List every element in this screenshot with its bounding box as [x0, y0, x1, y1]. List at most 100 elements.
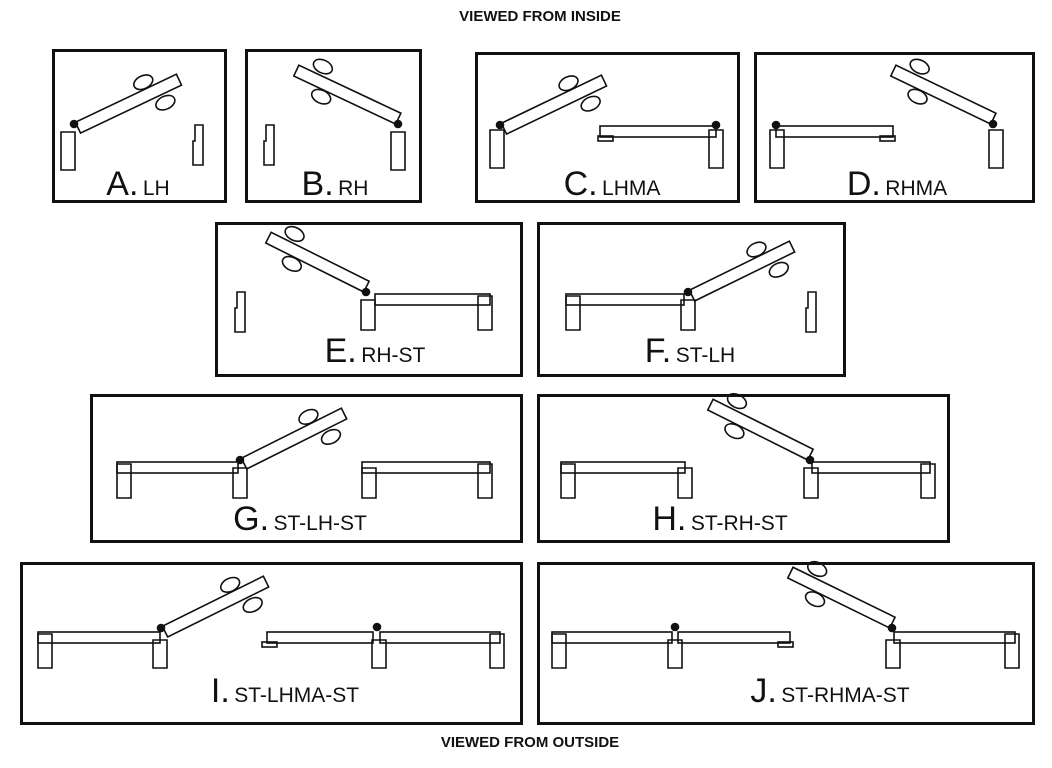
- astragal: [261, 641, 278, 648]
- panel-letter: E.: [324, 332, 357, 370]
- handle-icon: [312, 58, 334, 75]
- panel-code: RH: [338, 177, 369, 200]
- handle-icon: [580, 95, 601, 112]
- handle-icon: [746, 241, 767, 258]
- door-stop: [234, 291, 246, 333]
- panel-letter: B.: [301, 165, 334, 203]
- door-stop: [805, 291, 817, 333]
- swinging-door: [240, 407, 348, 471]
- handle-icon: [284, 225, 305, 243]
- swinging-door: [292, 58, 402, 126]
- panel-letter: A.: [106, 165, 139, 203]
- handle-icon: [219, 576, 241, 593]
- hinge-icon: [69, 119, 79, 129]
- door-leaf: [706, 398, 815, 462]
- astragal: [777, 641, 794, 648]
- door-panel-b: [245, 49, 422, 203]
- panel-label: C. LHMA: [564, 165, 661, 204]
- swinging-door: [74, 73, 183, 135]
- fixed-leaf: [599, 125, 717, 138]
- jamb-post: [489, 633, 505, 669]
- jamb-post: [988, 129, 1004, 169]
- hinge-icon: [372, 622, 382, 632]
- door-panel-d: [754, 52, 1035, 203]
- handle-icon: [155, 94, 176, 111]
- swinging-door: [786, 560, 897, 630]
- door-panel-a: [52, 49, 227, 203]
- fixed-leaf: [361, 461, 491, 474]
- fixed-leaf: [775, 125, 894, 138]
- handle-icon: [298, 408, 319, 425]
- fixed-leaf: [811, 461, 931, 474]
- handle-icon: [909, 58, 930, 75]
- panel-code: ST-LH-ST: [273, 512, 367, 535]
- jamb-post: [560, 463, 576, 499]
- panel-code: ST-LH: [675, 344, 736, 367]
- hinge-icon: [683, 287, 693, 297]
- handle-icon: [320, 428, 342, 446]
- jamb-post: [667, 639, 683, 669]
- door-panel-g: [90, 394, 523, 543]
- jamb-post: [116, 463, 132, 499]
- handle-icon: [133, 74, 154, 91]
- panel-label: D. RHMA: [847, 165, 947, 204]
- fixed-leaf: [560, 461, 686, 474]
- hinge-icon: [495, 120, 505, 130]
- jamb-post: [477, 463, 493, 499]
- jamb-post: [232, 467, 248, 499]
- panel-letter: F.: [644, 332, 672, 370]
- jamb-post: [677, 467, 693, 499]
- handle-icon: [806, 560, 828, 578]
- jamb-post: [885, 639, 901, 669]
- door-panel-i: [20, 562, 523, 725]
- handle-icon: [768, 261, 790, 278]
- door-leaf: [500, 74, 608, 136]
- handle-icon: [281, 255, 303, 273]
- jamb-post: [152, 639, 168, 669]
- jamb-post: [390, 131, 406, 171]
- swinging-door: [161, 575, 270, 639]
- handle-icon: [724, 423, 745, 440]
- panel-label: B. RH: [302, 165, 369, 204]
- door-panel-h: [537, 394, 950, 543]
- handle-icon: [907, 88, 928, 105]
- fixed-leaf: [116, 461, 239, 474]
- panel-label: I. ST-LHMA-ST: [211, 672, 359, 711]
- door-panel-j: [537, 562, 1035, 725]
- panel-label: J. ST-RHMA-ST: [750, 672, 909, 711]
- astragal: [597, 135, 614, 142]
- hinge-icon: [711, 120, 721, 130]
- hinge-icon: [670, 622, 680, 632]
- panel-code: LH: [142, 177, 170, 200]
- panel-letter: I.: [210, 672, 230, 710]
- jamb-post: [708, 129, 724, 169]
- panel-label: F. ST-LH: [645, 332, 735, 371]
- fixed-leaf: [677, 631, 791, 644]
- fixed-leaf: [379, 631, 501, 644]
- hinge-icon: [393, 119, 403, 129]
- panel-letter: G.: [233, 500, 270, 538]
- panel-code: RHMA: [885, 177, 948, 200]
- door-leaf: [74, 73, 183, 135]
- panel-code: ST-LHMA-ST: [234, 684, 360, 707]
- panel-letter: H.: [652, 500, 687, 538]
- handle-icon: [242, 596, 263, 614]
- fixed-leaf: [551, 631, 673, 644]
- fixed-leaf: [374, 293, 491, 306]
- hinge-icon: [988, 119, 998, 129]
- door-stop: [263, 124, 275, 166]
- jamb-post: [60, 131, 76, 171]
- panel-label: H. ST-RH-ST: [652, 500, 787, 539]
- door-panel-e: [215, 222, 523, 377]
- fixed-leaf: [266, 631, 374, 644]
- jamb-post: [477, 295, 493, 331]
- panel-letter: J.: [750, 672, 777, 710]
- fixed-leaf: [893, 631, 1016, 644]
- jamb-post: [565, 295, 581, 331]
- fixed-leaf: [37, 631, 161, 644]
- handle-icon: [558, 75, 579, 92]
- fixed-leaf: [565, 293, 685, 306]
- hinge-icon: [771, 120, 781, 130]
